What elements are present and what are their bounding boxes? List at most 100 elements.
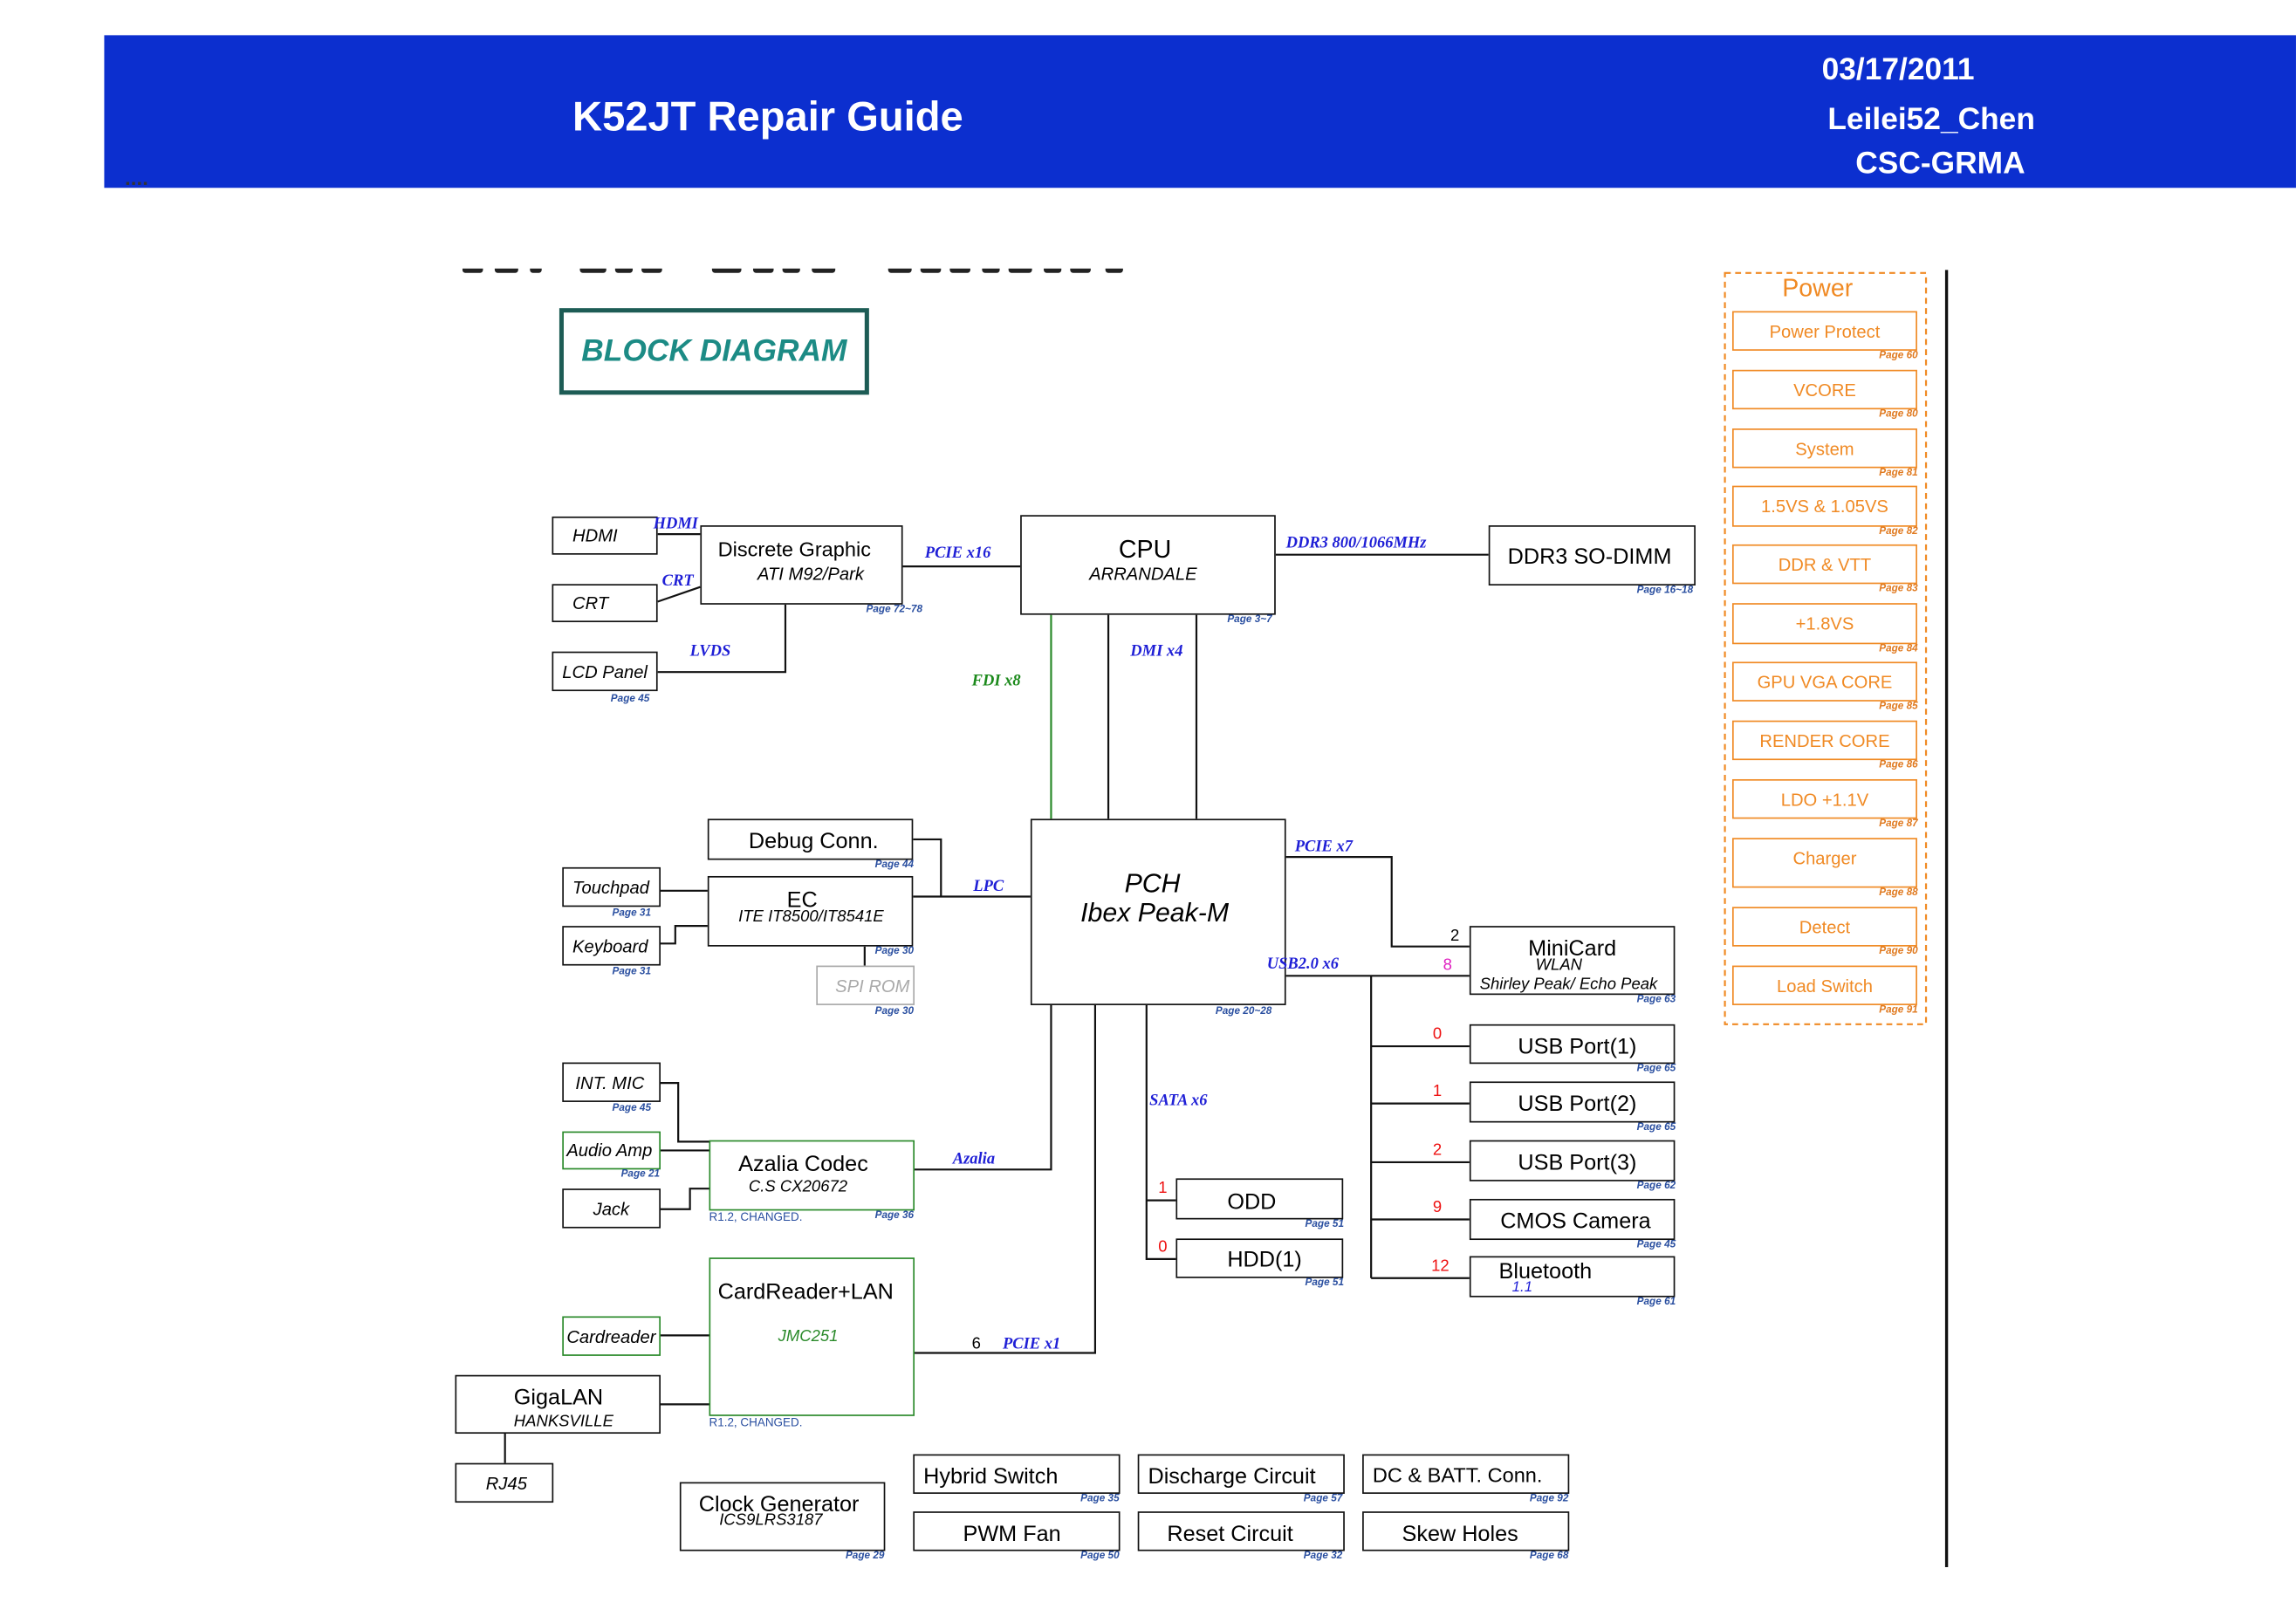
debug-conn-box [707,818,914,860]
gigalan-chip: HANKSVILLE [513,1413,613,1431]
spi-rom-box [816,965,915,1005]
pcie7-bus-label: PCIE x7 [1294,838,1354,856]
power-item-page: Page 84 [1879,644,1918,655]
hdd-label: HDD(1) [1227,1247,1302,1273]
cmos-camera-label: CMOS Camera [1500,1209,1651,1235]
pcie16-bus-label: PCIE x16 [924,544,991,563]
power-item-page: Page 91 [1879,1004,1918,1016]
azalia-codec-page: Page 36 [874,1210,915,1222]
power-item-page: Page 81 [1879,468,1918,479]
odd-box [1175,1178,1344,1220]
power-item-power-protect: Power Protect [1731,311,1917,351]
minicard-port-a: 2 [1450,927,1460,946]
power-item-page: Page 86 [1879,760,1918,770]
rj45-label: RJ45 [485,1473,527,1494]
gigalan-label: GigaLAN [513,1385,604,1411]
power-item-render-core: RENDER CORE [1731,720,1917,761]
discrete-graphic-box [700,525,903,605]
odd-page: Page 51 [1305,1219,1345,1230]
header-tick-mark [126,181,147,191]
touchpad-page: Page 31 [612,907,652,919]
power-item-1-5vs: 1.5VS & 1.05VS [1731,485,1917,527]
keyboard-label: Keyboard [572,935,648,957]
spi-rom-page: Page 30 [874,1006,915,1017]
lcd-panel-label: LCD Panel [562,661,648,682]
audio-amp-box [562,1131,661,1170]
reset-circuit-label: Reset Circuit [1167,1521,1293,1547]
lan-port-num: 6 [971,1335,981,1353]
jack-label: Jack [593,1198,630,1220]
bt-port-num: 12 [1431,1257,1450,1276]
int-mic-label: INT. MIC [575,1072,645,1093]
azalia-codec-note: R1.2, CHANGED. [709,1210,803,1224]
int-mic-box [562,1062,661,1102]
minicard-label: MiniCard [1528,935,1617,962]
cpu-box [1020,515,1276,615]
discharge-circuit-page: Page 57 [1303,1493,1343,1504]
crt-box [552,584,658,623]
lcd-panel-page: Page 45 [610,694,650,705]
fdi-bus-label: FDI x8 [971,672,1021,690]
lpc-bus-label: LPC [973,877,1004,895]
ddr3-sodimm-page: Page 16~18 [1636,585,1694,596]
dmi-bus-label: DMI x4 [1130,642,1183,661]
usb-port-1-label: USB Port(1) [1518,1034,1637,1060]
minicard-chip: Shirley Peak/ Echo Peak [1479,976,1658,994]
hybrid-switch-label: Hybrid Switch [923,1464,1059,1489]
cmos-camera-box [1469,1198,1676,1241]
power-title: Power [1782,274,1854,303]
pcie1-bus-label: PCIE x1 [1002,1335,1061,1353]
crt-label: CRT [572,592,609,613]
reset-circuit-box [1137,1511,1345,1551]
cpu-page: Page 3~7 [1227,614,1272,626]
cardreader-lan-chip: JMC251 [778,1327,839,1346]
power-item-page: Page 60 [1879,350,1918,361]
power-item-load-switch: Load Switch [1731,965,1917,1005]
usb2-port-num: 1 [1432,1083,1443,1101]
hdd-port-num: 0 [1158,1238,1168,1257]
bluetooth-version: 1.1 [1511,1279,1533,1296]
lcd-panel-box [552,651,658,692]
clock-generator-label: Clock Generator [698,1492,860,1517]
clock-generator-box [679,1482,886,1551]
pwm-fan-label: PWM Fan [963,1521,1061,1547]
pch-model: Ibex Peak-M [1080,898,1230,928]
usb-bus-label: USB2.0 x6 [1266,955,1340,973]
hdd-box [1175,1238,1344,1278]
audio-amp-page: Page 21 [620,1169,661,1181]
spi-rom-label: SPI ROM [835,976,910,996]
gigalan-box [455,1374,661,1435]
hdmi-bus-label: HDMI [653,515,698,533]
hybrid-switch-box [913,1454,1121,1494]
pwm-fan-box [913,1511,1121,1551]
cpu-model: ARRANDALE [1089,563,1197,585]
hdd-page: Page 51 [1305,1277,1345,1289]
power-item-page: Page 80 [1879,409,1918,420]
header-date: 03/17/2011 [1821,52,1975,87]
ddr3-sodimm-label: DDR3 SO-DIMM [1507,544,1672,570]
azalia-codec-label: Azalia Codec [738,1152,868,1177]
ddr3-sodimm-box [1488,525,1696,586]
ec-label: EC [786,887,818,914]
bluetooth-page: Page 61 [1636,1297,1676,1308]
hybrid-switch-page: Page 35 [1080,1493,1120,1504]
reset-circuit-page: Page 32 [1303,1551,1343,1562]
usb-port-1-page: Page 65 [1636,1064,1676,1075]
minicard-port-b: 8 [1443,956,1452,975]
cmos-camera-page: Page 45 [1636,1240,1676,1250]
jack-box [562,1188,661,1229]
power-item-gpu-vga-core: GPU VGA CORE [1731,661,1917,702]
cardreader-box [562,1316,661,1356]
ec-page: Page 30 [874,946,915,957]
cardreader-lan-note: R1.2, CHANGED. [709,1415,803,1429]
lvds-bus-label: LVDS [689,642,731,661]
clipped-heading [462,268,1366,275]
discrete-graphic-chip: ATI M92/Park [757,563,864,585]
crt-bus-label: CRT [661,572,694,591]
ddr3-bus-label: DDR3 800/1066MHz [1285,534,1427,552]
hdmi-label: HDMI [572,525,618,546]
audio-amp-label: Audio Amp [566,1140,653,1161]
discharge-circuit-label: Discharge Circuit [1148,1464,1316,1489]
minicard-wlan: WLAN [1535,956,1583,975]
ec-box [707,875,914,947]
